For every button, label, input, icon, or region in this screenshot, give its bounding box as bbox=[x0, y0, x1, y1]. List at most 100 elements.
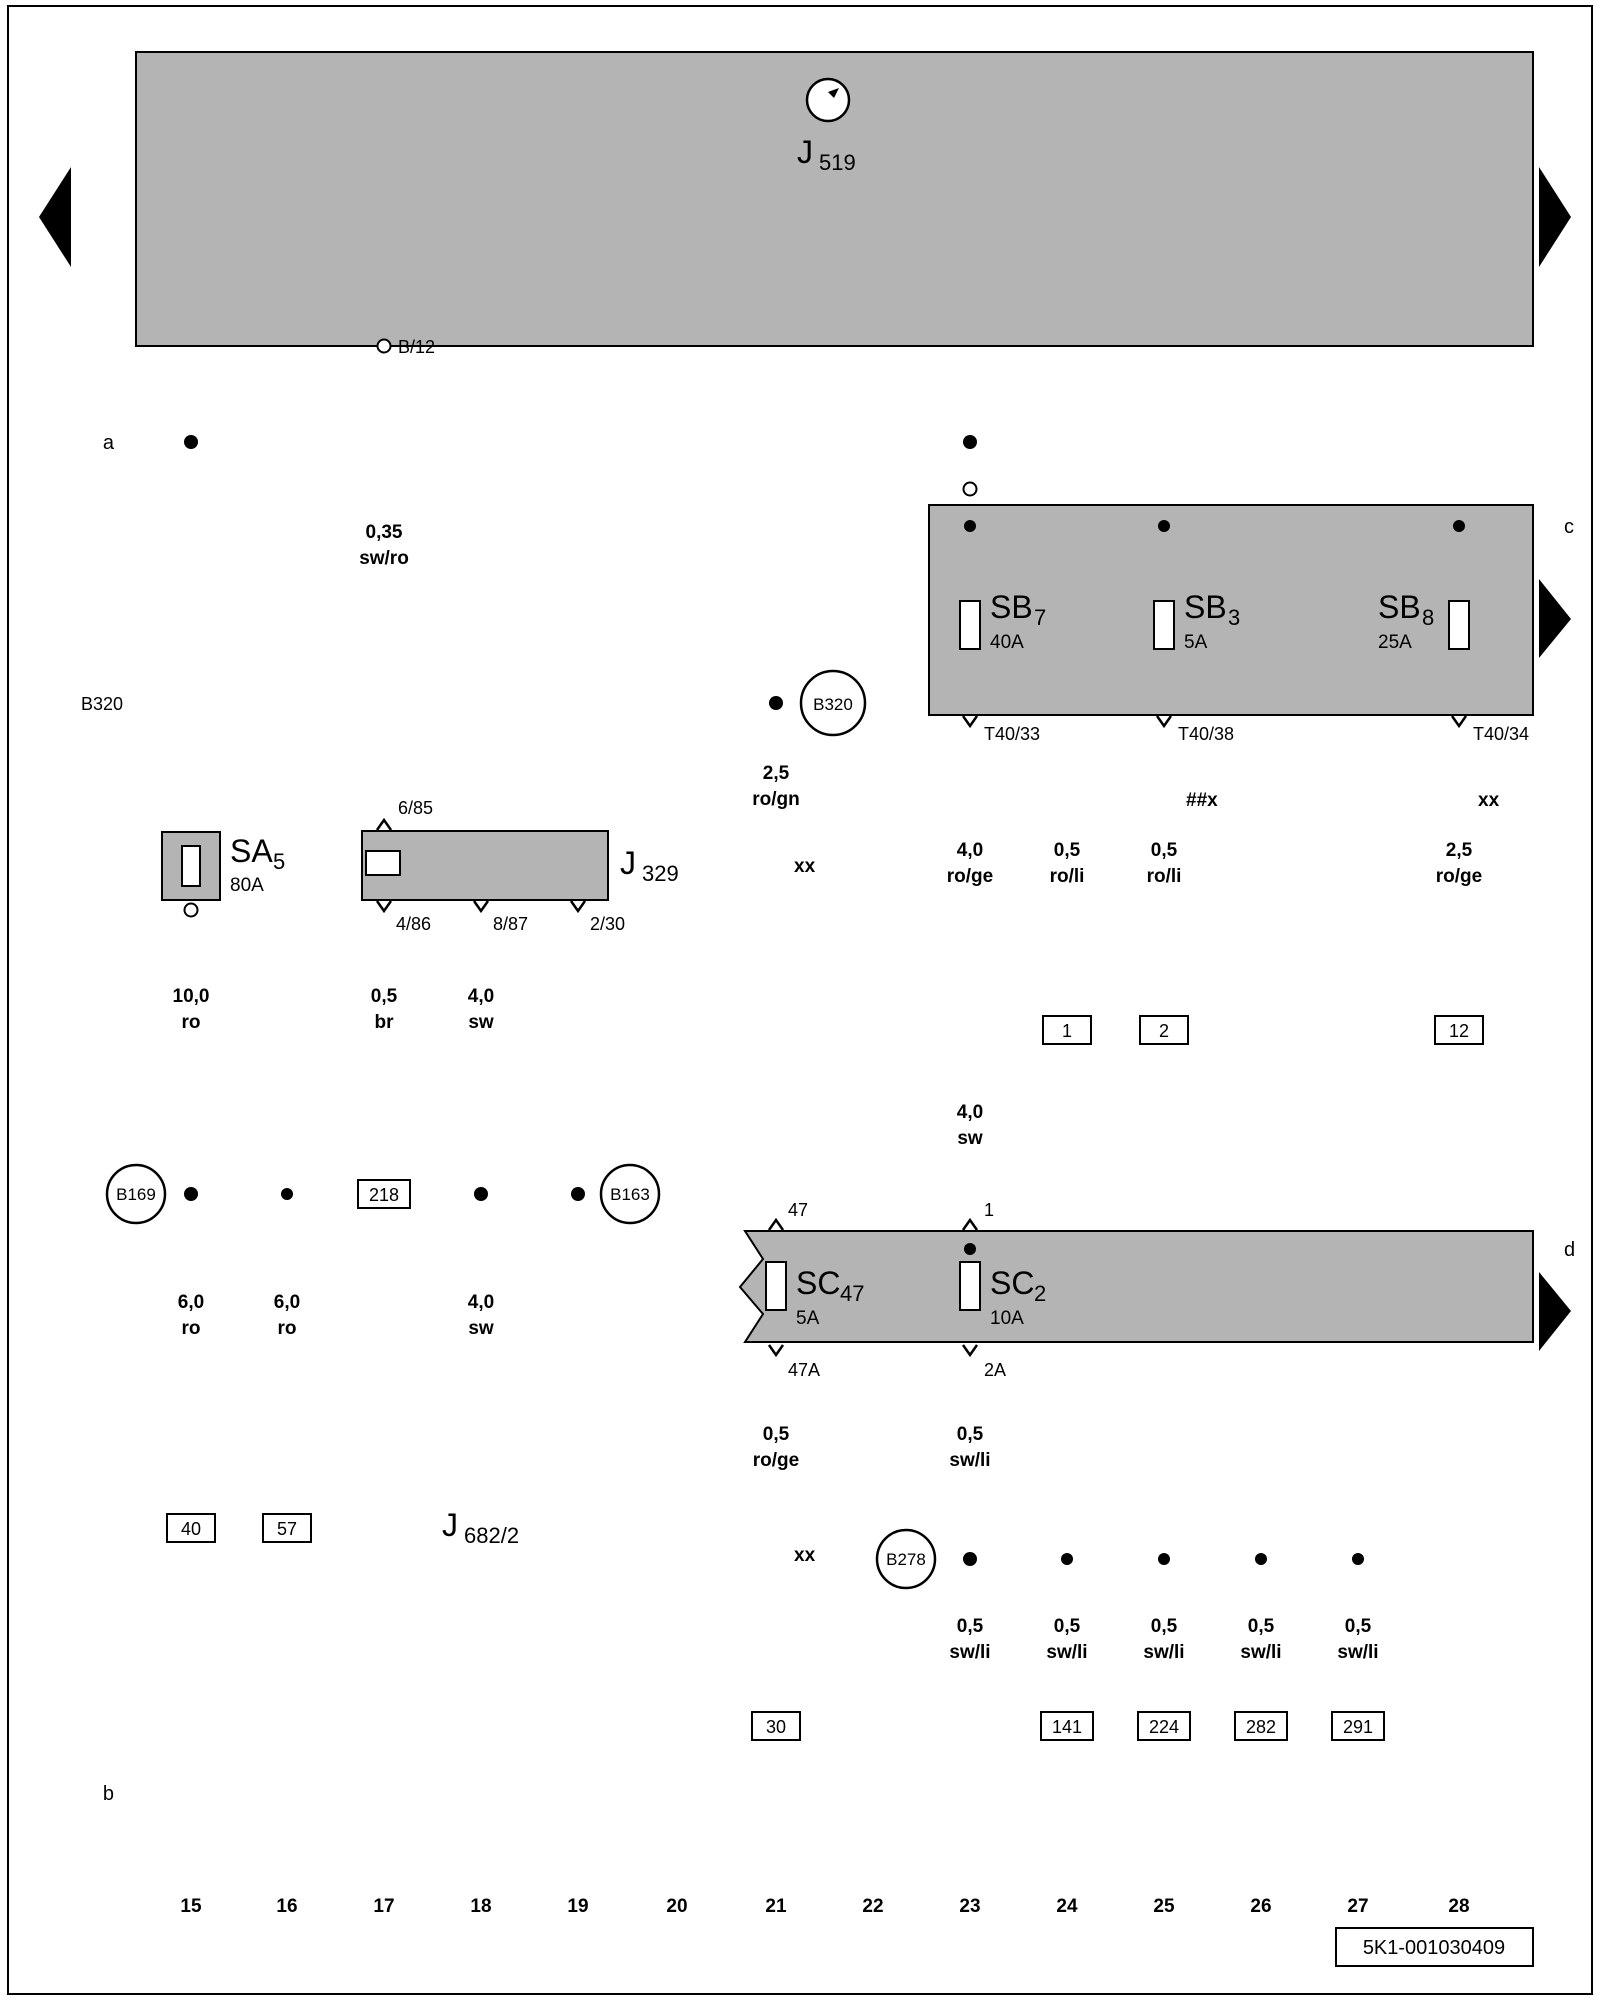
b169-distribution bbox=[165, 1194, 287, 1514]
track-number-19: 19 bbox=[567, 1896, 588, 1917]
sa5-label: SA 5 80A bbox=[230, 833, 285, 896]
endpoint-box-1: 1 bbox=[1042, 1015, 1092, 1045]
wire-label-05-swli-b3: 0,5 sw/li bbox=[1228, 1612, 1294, 1666]
continuation-letter-d: d bbox=[1564, 1239, 1575, 1261]
svg-text:2: 2 bbox=[1159, 1021, 1169, 1041]
svg-text:0,5: 0,5 bbox=[1151, 1616, 1178, 1637]
svg-text:SC: SC bbox=[796, 1265, 840, 1301]
doc-id-box: 5K1-001030409 bbox=[1335, 1927, 1534, 1967]
svg-text:0,5: 0,5 bbox=[1054, 1616, 1081, 1637]
endpoint-box-57: 57 bbox=[262, 1513, 312, 1543]
note-xx-roge: xx bbox=[794, 1545, 816, 1566]
sb7-label: SB 7 40A bbox=[990, 589, 1046, 653]
svg-text:30: 30 bbox=[766, 1717, 786, 1737]
svg-text:2,5: 2,5 bbox=[1446, 840, 1473, 861]
track-number-16: 16 bbox=[276, 1896, 297, 1917]
svg-text:282: 282 bbox=[1246, 1717, 1276, 1737]
svg-text:4,0: 4,0 bbox=[957, 840, 983, 861]
sb8-label: SB 8 25A bbox=[1378, 589, 1434, 653]
wire-label-05-roli-dash: 0,5 ro/li bbox=[1034, 836, 1100, 890]
track-number-26: 26 bbox=[1250, 1896, 1271, 1917]
endpoint-box-12: 12 bbox=[1434, 1015, 1484, 1045]
wire-label-60-ro-right: 6,0 ro bbox=[254, 1288, 320, 1342]
svg-text:329: 329 bbox=[642, 861, 679, 886]
track-number-21: 21 bbox=[765, 1896, 787, 1917]
track-number-28: 28 bbox=[1448, 1896, 1469, 1917]
endpoint-box-291: 291 bbox=[1331, 1711, 1385, 1741]
svg-text:br: br bbox=[375, 1012, 395, 1033]
terminal-t40-34-label: T40/34 bbox=[1473, 724, 1529, 744]
svg-text:B169: B169 bbox=[116, 1185, 156, 1204]
track-number-23: 23 bbox=[959, 1896, 980, 1917]
svg-text:0,5: 0,5 bbox=[957, 1616, 984, 1637]
wire-label-40-roge: 4,0 ro/ge bbox=[937, 836, 1003, 890]
svg-text:0,5: 0,5 bbox=[1151, 840, 1178, 861]
j329-relay-box bbox=[361, 830, 609, 901]
sb-feed-circle bbox=[962, 481, 978, 497]
wire-label-60-ro-left: 6,0 ro bbox=[158, 1288, 224, 1342]
svg-text:sw: sw bbox=[957, 1128, 983, 1149]
note-xx-rogn: xx bbox=[794, 856, 816, 877]
svg-text:sw/li: sw/li bbox=[1046, 1642, 1087, 1663]
svg-text:218: 218 bbox=[369, 1185, 399, 1205]
endpoint-box-282: 282 bbox=[1234, 1711, 1288, 1741]
svg-text:682/2: 682/2 bbox=[464, 1523, 519, 1548]
svg-text:J: J bbox=[442, 1507, 458, 1543]
svg-text:291: 291 bbox=[1343, 1717, 1373, 1737]
wire-label-40-sw-relay: 4,0 sw bbox=[448, 982, 514, 1036]
wire-label-05-swli-b4: 0,5 sw/li bbox=[1325, 1612, 1391, 1666]
svg-text:SA: SA bbox=[230, 833, 273, 869]
track-number-25: 25 bbox=[1153, 1896, 1175, 1917]
svg-text:ro: ro bbox=[182, 1318, 201, 1339]
j519-label: J 519 bbox=[797, 134, 856, 175]
sb3-label: SB 3 5A bbox=[1184, 589, 1240, 653]
svg-text:0,5: 0,5 bbox=[371, 986, 398, 1007]
svg-text:6,0: 6,0 bbox=[178, 1292, 204, 1313]
svg-text:10,0: 10,0 bbox=[173, 986, 210, 1007]
terminal-47-label: 47 bbox=[788, 1200, 808, 1220]
svg-text:40A: 40A bbox=[990, 632, 1024, 653]
svg-text:ro/ge: ro/ge bbox=[1436, 866, 1482, 887]
svg-text:sw: sw bbox=[468, 1012, 494, 1033]
svg-text:7: 7 bbox=[1034, 605, 1046, 630]
track-number-17: 17 bbox=[373, 1896, 394, 1917]
svg-text:ro/li: ro/li bbox=[1147, 866, 1182, 887]
svg-text:0,5: 0,5 bbox=[1054, 840, 1081, 861]
svg-text:B163: B163 bbox=[610, 1185, 650, 1204]
svg-text:SB: SB bbox=[1184, 589, 1227, 625]
junction-dots bbox=[184, 435, 1465, 1566]
j329-label: J 329 bbox=[620, 845, 679, 886]
svg-text:ro/ge: ro/ge bbox=[753, 1450, 799, 1471]
fuse-sa5 bbox=[181, 845, 201, 887]
continuation-letter-a: a bbox=[103, 432, 115, 454]
b12-terminal-circle bbox=[376, 338, 392, 354]
svg-text:ro: ro bbox=[182, 1012, 201, 1033]
track-number-27: 27 bbox=[1347, 1896, 1368, 1917]
track-numbers: 15 16 17 18 19 20 21 22 23 24 25 26 27 2… bbox=[180, 1896, 1469, 1917]
wire-label-05-roli: 0,5 ro/li bbox=[1131, 836, 1197, 890]
sa5-output-circle bbox=[183, 902, 199, 918]
sc47-label: SC 47 5A bbox=[796, 1265, 864, 1329]
terminal-2-30-label: 2/30 bbox=[590, 914, 625, 934]
wire-label-25-roge: 2,5 ro/ge bbox=[1426, 836, 1492, 890]
svg-text:0,5: 0,5 bbox=[1248, 1616, 1275, 1637]
svg-text:J: J bbox=[797, 134, 813, 170]
svg-text:47: 47 bbox=[840, 1281, 864, 1306]
wire-label-40-sw-sc2: 4,0 sw bbox=[937, 1098, 1003, 1152]
svg-text:ro/li: ro/li bbox=[1050, 866, 1085, 887]
fuse-sb8 bbox=[1448, 600, 1470, 650]
svg-text:5A: 5A bbox=[1184, 632, 1208, 653]
svg-text:5A: 5A bbox=[796, 1308, 820, 1329]
track-number-22: 22 bbox=[862, 1896, 883, 1917]
b320-left-label: B320 bbox=[81, 694, 123, 714]
track-number-18: 18 bbox=[470, 1896, 491, 1917]
svg-text:SC: SC bbox=[990, 1265, 1034, 1301]
page-border bbox=[7, 5, 1593, 1995]
svg-text:57: 57 bbox=[277, 1519, 297, 1539]
note-xx-sb8: xx bbox=[1478, 790, 1500, 811]
track-number-20: 20 bbox=[666, 1896, 687, 1917]
svg-text:8: 8 bbox=[1422, 605, 1434, 630]
terminal-2a-label: 2A bbox=[984, 1360, 1006, 1380]
